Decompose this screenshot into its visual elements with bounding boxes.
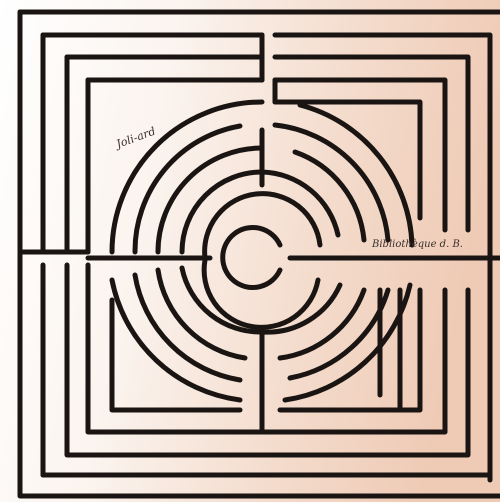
- annotation-right-text: Bibliothèque d. B.: [371, 239, 463, 250]
